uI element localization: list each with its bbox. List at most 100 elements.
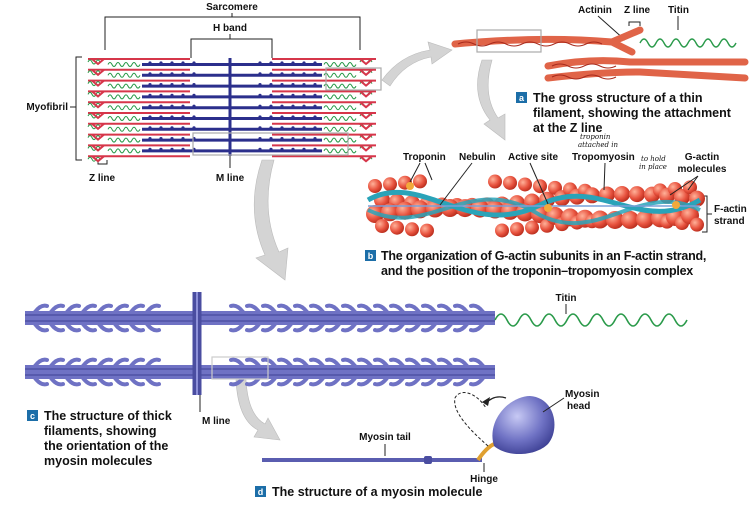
badge-c xyxy=(27,410,38,421)
z-line-segment xyxy=(359,101,373,109)
myosin-head xyxy=(170,104,174,108)
myosin-head xyxy=(192,61,196,65)
titin-coil xyxy=(107,148,357,154)
myosin-head xyxy=(302,93,306,97)
myosin-head xyxy=(437,357,453,368)
thin-filament-a-twist xyxy=(457,41,617,80)
myosin-head xyxy=(269,104,273,108)
myosin-head xyxy=(293,376,309,387)
myosin-head xyxy=(357,322,373,333)
myosin-head xyxy=(373,303,389,314)
g-actin-molecule xyxy=(690,217,704,232)
myosin-head xyxy=(129,376,145,387)
myosin-head xyxy=(192,104,196,108)
handwritten-note-3: to hold xyxy=(641,155,666,163)
caption-c-line-4: myosin molecules xyxy=(44,454,152,468)
myosin-head xyxy=(313,83,317,87)
myosin-head xyxy=(277,322,293,333)
g-actin-molecule xyxy=(636,210,654,229)
myosin-head xyxy=(313,137,317,141)
caption-c-line-3: the orientation of the xyxy=(44,439,168,453)
myosin-head xyxy=(389,322,405,333)
myosin-head xyxy=(277,357,293,368)
myosin-head xyxy=(325,303,341,314)
myosin-head xyxy=(181,147,185,151)
myosin-head xyxy=(280,61,284,65)
titin-label-a: Titin xyxy=(668,5,689,16)
myosin-head xyxy=(302,126,306,130)
myosin-head xyxy=(280,126,284,130)
myosin-head xyxy=(258,147,262,151)
myosin-head xyxy=(405,322,421,333)
g-actin-molecule xyxy=(614,186,630,203)
myosin-head xyxy=(170,61,174,65)
g-actin-label-1: G-actin xyxy=(685,152,719,163)
badge-b xyxy=(365,250,376,261)
myosin-head xyxy=(49,322,65,333)
panel-b: Troponin Nebulin Active site Tropomyosin… xyxy=(365,133,747,278)
myosin-head xyxy=(280,147,284,151)
myosin-head xyxy=(258,104,262,108)
titin-coil xyxy=(107,105,357,111)
myosin-head xyxy=(437,376,453,387)
myosin-head xyxy=(65,303,81,314)
myosin-head xyxy=(181,93,185,97)
myosin-head xyxy=(357,376,373,387)
myosin-head xyxy=(129,322,145,333)
myosin-head xyxy=(159,83,163,87)
z-line-segment xyxy=(359,79,373,87)
myosin-head xyxy=(291,104,295,108)
handwritten-note-2: attached in xyxy=(578,141,618,149)
myosin-head xyxy=(453,376,469,387)
z-line-label: Z line xyxy=(89,173,116,184)
z-line-segment xyxy=(359,144,373,152)
myosin-head xyxy=(33,322,49,333)
myosin-head xyxy=(373,376,389,387)
z-line-segment xyxy=(91,90,105,98)
panel-a: Actinin Z line Titin a The gross structu… xyxy=(451,5,749,135)
g-actin-molecule xyxy=(525,220,539,235)
myosin-head xyxy=(81,303,97,314)
z-line-segment xyxy=(359,58,373,66)
g-actin-molecule xyxy=(420,223,434,238)
z-line-segment xyxy=(91,155,105,163)
myosin-head xyxy=(421,322,437,333)
g-actin-molecule xyxy=(413,174,427,189)
myosin-head xyxy=(97,303,113,314)
myosin-head xyxy=(229,303,245,314)
myosin-head xyxy=(313,104,317,108)
myosin-head xyxy=(325,376,341,387)
z-line-segment xyxy=(91,133,105,141)
myosin-head xyxy=(145,322,161,333)
myosin-head xyxy=(192,126,196,130)
myosin-head xyxy=(113,357,129,368)
titin-label-c: Titin xyxy=(556,293,577,304)
zoom-box-c xyxy=(192,132,349,156)
myosin-head xyxy=(269,61,273,65)
z-line-segment xyxy=(91,144,105,152)
myosin-head xyxy=(81,376,97,387)
myosin-head xyxy=(49,376,65,387)
myosin-head xyxy=(469,303,485,314)
h-band-label: H band xyxy=(213,23,247,34)
titin-coil-c xyxy=(494,313,688,327)
active-site-label: Active site xyxy=(508,152,558,163)
myosin-head xyxy=(170,72,174,76)
myosin-head xyxy=(291,137,295,141)
myosin-head xyxy=(309,376,325,387)
myosin-head xyxy=(113,376,129,387)
myosin-head xyxy=(170,147,174,151)
thick-filament-tails xyxy=(25,368,495,376)
myosin-head xyxy=(469,357,485,368)
myosin-head xyxy=(192,115,196,119)
myosin-head xyxy=(192,72,196,76)
myosin-head xyxy=(453,322,469,333)
caption-a-line-3: at the Z line xyxy=(533,121,603,135)
myosin-head xyxy=(33,376,49,387)
myosin-head xyxy=(309,322,325,333)
myosin-head xyxy=(192,93,196,97)
h-band-bracket xyxy=(190,34,273,58)
badge-c-text: c xyxy=(30,411,35,421)
myosin-head xyxy=(269,115,273,119)
hinge xyxy=(476,442,495,462)
